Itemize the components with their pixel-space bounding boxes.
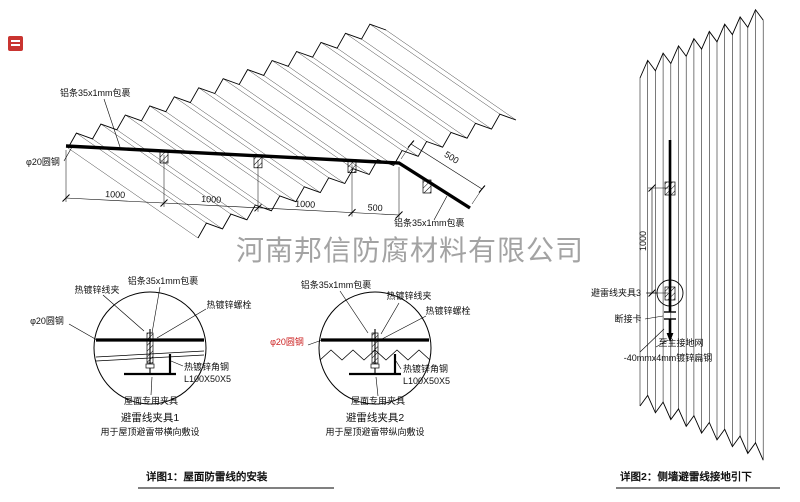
detail2-title: 避雷线夹具2 — [346, 411, 404, 424]
detail2-bolt-label: 热镀锌螺栓 — [425, 305, 470, 316]
wall-corrugated-panel — [639, 8, 764, 461]
detail1-rod-label: φ20圆钢 — [30, 315, 64, 326]
wall-disconnect-label: 断接卡 — [614, 313, 641, 324]
dim-500-bottom: 500 — [367, 202, 383, 213]
dim-500-right: 500 — [443, 149, 461, 165]
detail2-clip-label: 热镀锌线夹 — [386, 290, 431, 301]
detail1-title: 避雷线夹具1 — [121, 411, 179, 424]
dim-1000-a: 1000 — [105, 189, 126, 200]
wall-clamp-label: 避雷线夹具3 — [591, 287, 641, 298]
watermark-text: 河南邦信防腐材料有限公司 — [236, 235, 584, 266]
detail1-bolt-label: 热镀锌螺栓 — [206, 299, 251, 310]
roof-annotations — [62, 98, 486, 221]
detail1-fixture-label: 屋面专用夹具 — [124, 395, 178, 406]
detail2-wrap-label: 铝条35x1mm包裹 — [301, 279, 372, 290]
detail1-drawing — [68, 286, 207, 405]
detail1-clip-label: 热镀锌线夹 — [74, 284, 119, 295]
detail1-subtitle: 用于屋顶避雷带横向敷设 — [100, 426, 199, 437]
caption-detail2: 详图2：侧墙避雷线接地引下 — [620, 470, 752, 483]
wall-flat-steel-label: -40mmx4mm镀锌扁钢 — [624, 352, 713, 363]
detail2-fixture-label: 屋面专用夹具 — [351, 395, 405, 406]
roof-corrugated-sheet — [67, 23, 517, 239]
dim-1000-c: 1000 — [295, 199, 316, 210]
detail2-rod-label: φ20圆钢 — [270, 336, 304, 347]
detail1-wrap-label: 铝条35x1mm包裹 — [128, 275, 199, 286]
detail2-angle-spec: L100X50X5 — [403, 376, 450, 386]
detail1-angle-label: 热镀锌角钢 — [184, 361, 229, 372]
red-seal-icon — [8, 36, 23, 51]
roof-rod-label: φ20圆钢 — [26, 156, 60, 167]
caption-detail1: 详图1：屋面防雷线的安装 — [146, 470, 268, 483]
detail2-angle-label: 热镀锌角钢 — [403, 363, 448, 374]
wall-dim-1000: 1000 — [638, 231, 648, 251]
dim-1000-b: 1000 — [201, 194, 222, 205]
detail1-angle-spec: L100X50X5 — [184, 374, 231, 384]
roof-wrap-right-label: 铝条35x1mm包裹 — [394, 217, 465, 228]
detail2-drawing — [307, 290, 432, 405]
detail2-subtitle: 用于屋顶避雷带纵向敷设 — [325, 426, 424, 437]
wall-ground-label: 至主接地网 — [658, 337, 703, 348]
wall-annotations — [639, 140, 684, 353]
roof-wrap-top-label: 铝条35x1mm包裹 — [60, 87, 131, 98]
